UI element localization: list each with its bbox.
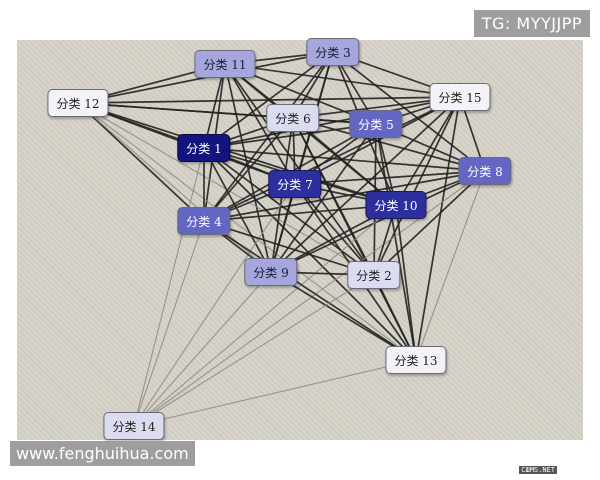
node-n8[interactable]: 分类 8	[458, 157, 512, 185]
edge-n4-n2	[203, 220, 375, 276]
site-label: www.fenghuihua.com	[10, 441, 195, 466]
edge-n8-n13	[415, 170, 486, 361]
edge-n12-n4	[77, 102, 205, 222]
edge-n8-n2	[373, 170, 486, 276]
edge-n12-n15	[77, 96, 461, 104]
edge-n6-n8	[292, 117, 486, 172]
edge-n11-n15	[224, 63, 461, 98]
edge-n8-n7	[294, 170, 486, 185]
node-n11[interactable]: 分类 11	[194, 50, 256, 78]
edge-n10-n14	[133, 204, 397, 427]
edge-n12-n13	[77, 102, 417, 361]
edge-n15-n2	[373, 96, 461, 276]
edge-n15-n9	[270, 96, 461, 273]
node-n12[interactable]: 分类 12	[47, 89, 109, 117]
edge-n8-n9	[270, 170, 486, 273]
edge-n4-n13	[203, 220, 417, 361]
node-n1[interactable]: 分类 1	[177, 134, 231, 162]
node-n13[interactable]: 分类 13	[385, 346, 447, 374]
edge-n4-n14	[133, 220, 205, 427]
edge-n15-n1	[203, 96, 461, 149]
edge-n9-n14	[133, 271, 272, 427]
node-n7[interactable]: 分类 7	[268, 170, 322, 198]
edge-n7-n2	[294, 183, 375, 276]
edge-n10-n4	[203, 204, 397, 222]
edge-n9-n13	[270, 271, 417, 361]
node-n2[interactable]: 分类 2	[347, 261, 401, 289]
edge-n12-n10	[77, 102, 397, 206]
node-n4[interactable]: 分类 4	[177, 207, 231, 235]
node-n6[interactable]: 分类 6	[266, 104, 320, 132]
node-n5[interactable]: 分类 5	[349, 110, 403, 138]
edge-n11-n9	[224, 63, 272, 273]
edge-n6-n4	[203, 117, 294, 222]
edge-n3-n8	[332, 51, 486, 172]
watermark: СШMS.NET	[519, 466, 557, 474]
edge-n8-n14	[133, 170, 486, 427]
edge-n3-n4	[203, 51, 334, 222]
node-n10[interactable]: 分类 10	[365, 191, 427, 219]
edge-n15-n13	[415, 96, 461, 361]
edge-n5-n1	[203, 123, 377, 149]
edge-n8-n4	[203, 170, 486, 222]
edge-n2-n14	[133, 274, 375, 427]
edge-n2-n13	[373, 274, 417, 361]
edge-n15-n10	[395, 96, 461, 206]
graph-canvas: 分类 11 分类 3 分类 12 分类 15 分类 6 分类 5 分类 1 分类 8 分类 7 分…	[17, 38, 583, 474]
edge-n1-n8	[203, 147, 486, 172]
node-n3[interactable]: 分类 3	[306, 38, 360, 66]
edge-n1-n14	[133, 147, 205, 427]
node-n9[interactable]: 分类 9	[244, 258, 298, 286]
edge-n1-n2	[203, 147, 375, 276]
edge-n10-n13	[395, 204, 417, 361]
edge-n7-n14	[133, 183, 296, 427]
edge-n13-n14	[133, 359, 417, 427]
edge-n7-n9	[270, 183, 296, 273]
edge-n1-n9	[203, 147, 272, 273]
node-n14[interactable]: 分类 14	[103, 412, 165, 440]
node-n15[interactable]: 分类 15	[429, 83, 491, 111]
tg-label: TG: MYYJJPP	[473, 10, 590, 37]
edge-n11-n7	[224, 63, 296, 185]
